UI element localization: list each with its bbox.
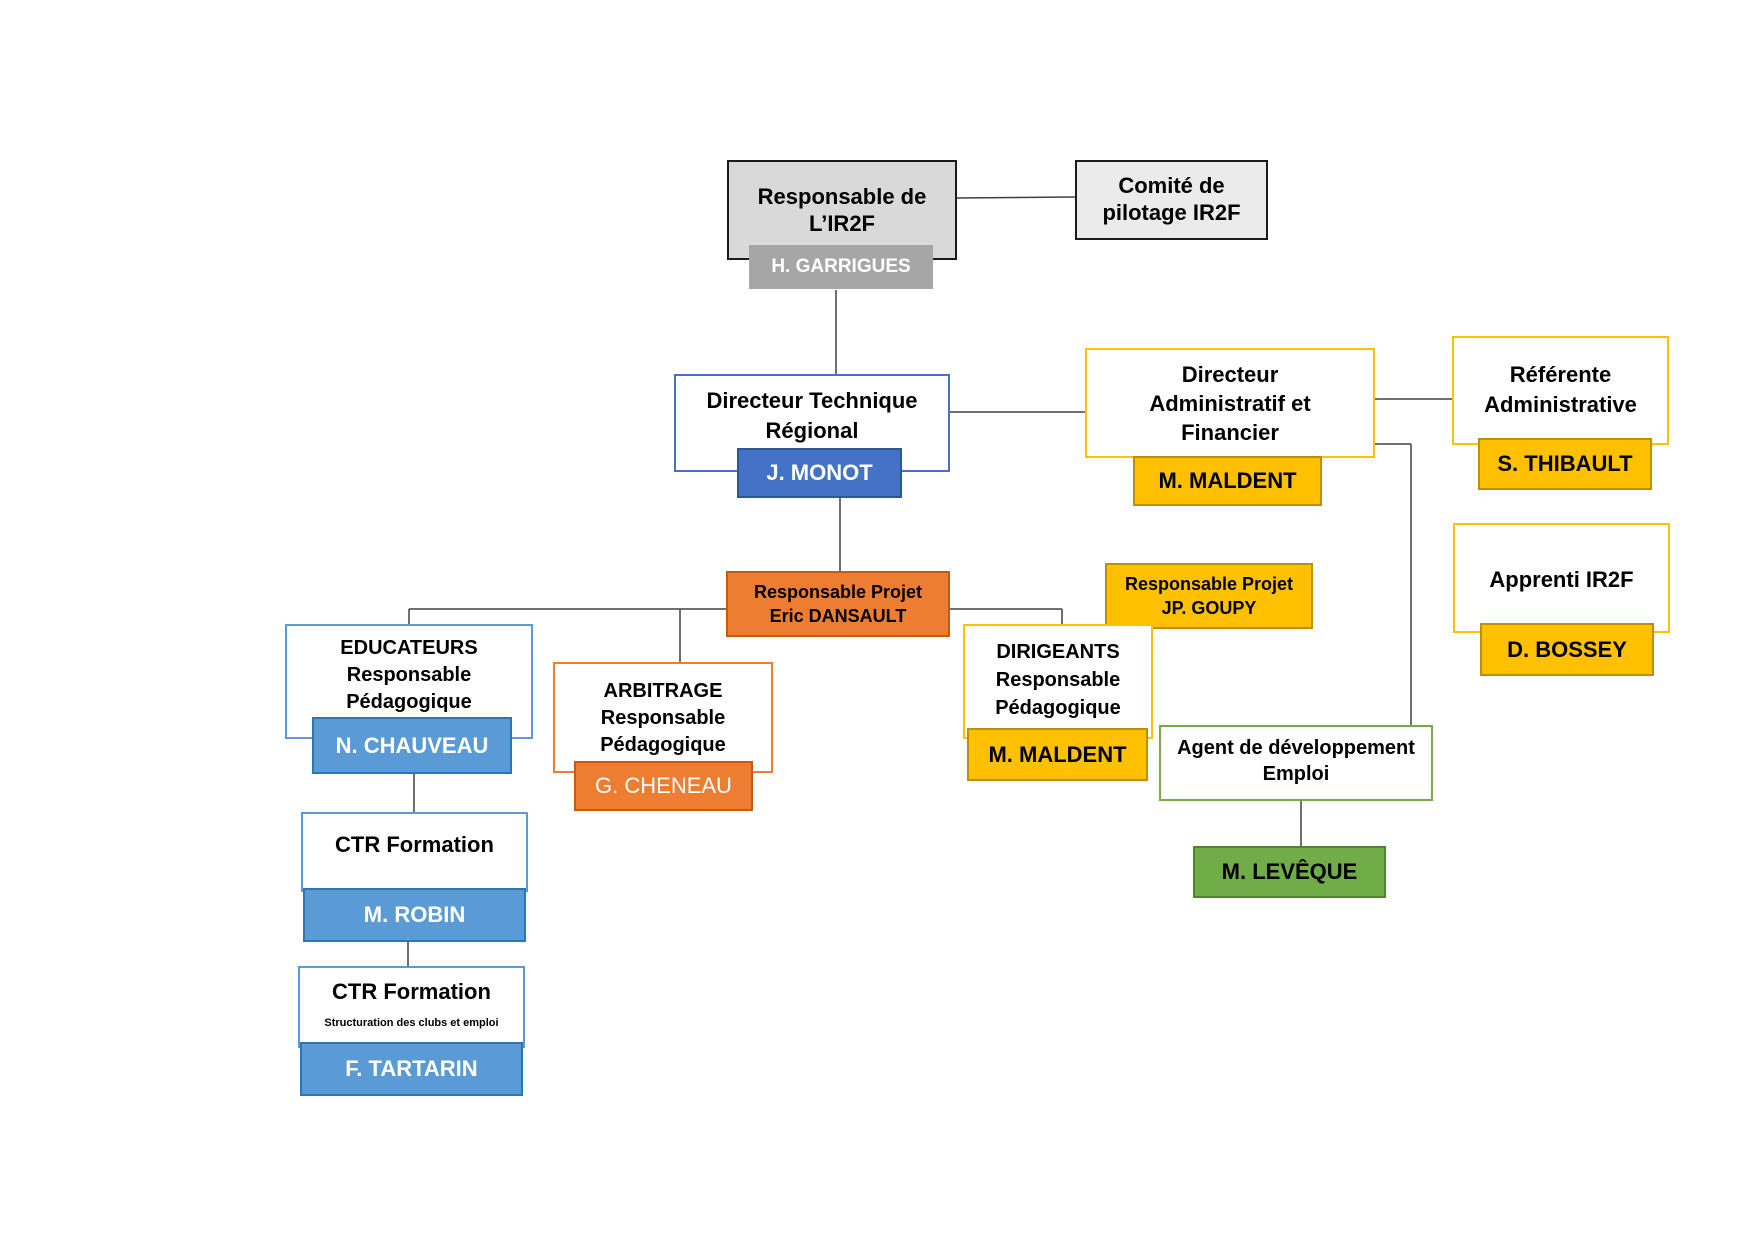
agent-emploi-title: Agent de développement Emploi <box>1177 737 1415 785</box>
referente-title: Référente Administrative <box>1484 362 1637 417</box>
dirigeants-name: M. MALDENT <box>967 728 1148 781</box>
arbitrage-role: Responsable Pédagogique <box>600 707 726 756</box>
resp-projet-dansault-box: Responsable Projet Eric DANSAULT <box>726 571 950 637</box>
educateurs-title: EDUCATEURS <box>340 637 478 659</box>
ctr-tartarin-name: F. TARTARIN <box>300 1042 523 1096</box>
resp-projet-dansault-role: Responsable Projet <box>753 582 923 602</box>
arbitrage-title: ARBITRAGE <box>603 680 723 702</box>
dtr-name: J. MONOT <box>737 448 902 498</box>
dtr-title: Directeur Technique Régional <box>706 388 918 443</box>
agent-emploi-box: Agent de développement Emploi <box>1159 725 1433 801</box>
resp-projet-goupy-name: JP. GOUPY <box>1161 598 1257 618</box>
resp-projet-goupy-box: Responsable Projet JP. GOUPY <box>1105 563 1313 629</box>
dirigeants-role: Responsable Pédagogique <box>995 669 1121 719</box>
line-resp-comite <box>954 196 1076 199</box>
daf-title: Directeur Administratif et Financier <box>1149 362 1311 445</box>
dirigeants-title: DIRIGEANTS <box>996 641 1120 663</box>
ctr-robin-box: CTR Formation <box>301 812 528 892</box>
apprenti-title: Apprenti IR2F <box>1489 567 1634 592</box>
daf-box: Directeur Administratif et Financier <box>1085 348 1375 458</box>
comite-pilotage-box: Comité de pilotage IR2F <box>1075 160 1268 240</box>
referente-box: Référente Administrative <box>1452 336 1669 445</box>
responsable-ir2f-box: Responsable de L’IR2F <box>727 160 957 260</box>
responsable-ir2f-name: H. GARRIGUES <box>749 245 933 289</box>
referente-name: S. THIBAULT <box>1478 438 1652 490</box>
arbitrage-name: G. CHENEAU <box>574 761 753 811</box>
ctr-robin-name: M. ROBIN <box>303 888 526 942</box>
educateurs-name: N. CHAUVEAU <box>312 717 512 774</box>
ctr-tartarin-box: CTR Formation Structuration des clubs et… <box>298 966 525 1048</box>
apprenti-name: D. BOSSEY <box>1480 623 1654 676</box>
dirigeants-box: DIRIGEANTS Responsable Pédagogique <box>963 624 1153 739</box>
agent-emploi-name: M. LEVÊQUE <box>1193 846 1386 898</box>
apprenti-box: Apprenti IR2F <box>1453 523 1670 633</box>
resp-projet-goupy-role: Responsable Projet <box>1124 574 1294 594</box>
comite-pilotage-title: Comité de pilotage IR2F <box>1102 173 1241 225</box>
ctr-robin-title: CTR Formation <box>335 832 494 857</box>
ctr-tartarin-subtitle: Structuration des clubs et emploi <box>324 1017 499 1029</box>
arbitrage-box: ARBITRAGE Responsable Pédagogique <box>553 662 773 773</box>
resp-projet-dansault-name: Eric DANSAULT <box>769 606 907 626</box>
ctr-tartarin-title: CTR Formation <box>332 979 491 1004</box>
daf-name: M. MALDENT <box>1133 456 1322 506</box>
responsable-ir2f-title: Responsable de L’IR2F <box>757 184 927 236</box>
educateurs-role: Responsable Pédagogique <box>346 664 472 713</box>
